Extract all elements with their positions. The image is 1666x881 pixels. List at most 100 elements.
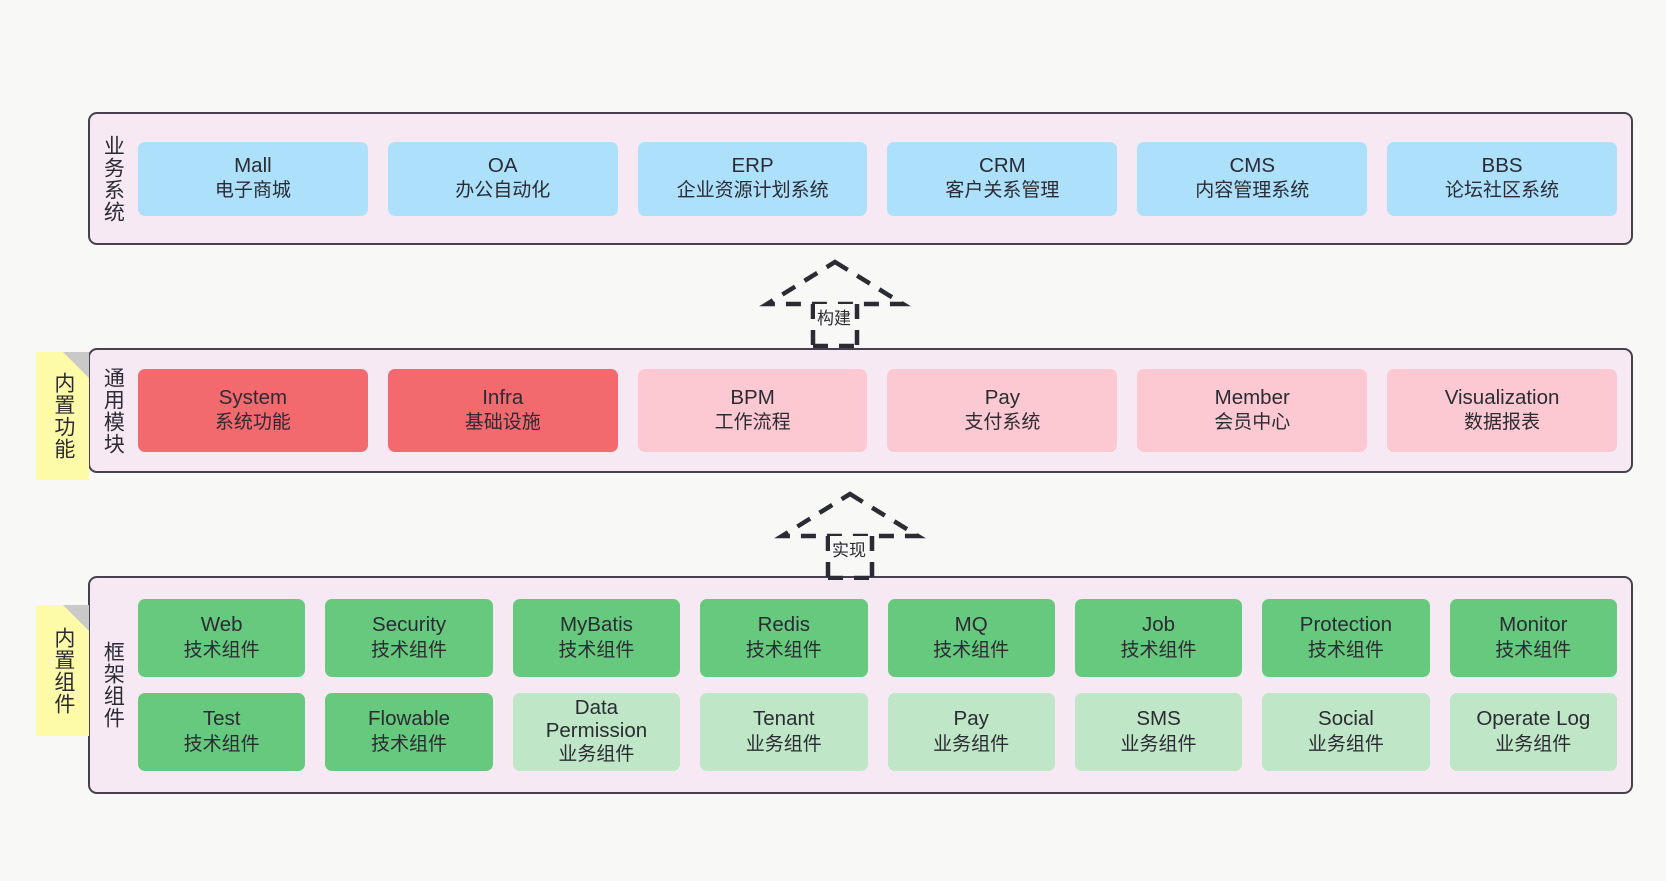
- common-modules-band: 通用模块 System 系统功能 Infra 基础设施 BPM 工作流程 Pay…: [88, 348, 1633, 473]
- framework-card-tenant[interactable]: Tenant 业务组件: [700, 693, 868, 771]
- card-name: System: [218, 385, 288, 409]
- framework-components-title: 框架组件: [101, 641, 125, 729]
- framework-card-data-permission[interactable]: Data Permission 业务组件: [512, 693, 681, 771]
- business-systems-row: Mall 电子商城 OA 办公自动化 ERP 企业资源计划系统 CRM 客户关系…: [138, 141, 1617, 216]
- connector-build-glyph: [759, 259, 911, 349]
- card-desc: 业务组件: [1495, 733, 1572, 755]
- framework-card-redis[interactable]: Redis 技术组件: [700, 599, 868, 677]
- card-desc: 业务组件: [1120, 733, 1197, 755]
- card-desc: 业务组件: [1307, 733, 1384, 755]
- card-name: MyBatis: [559, 613, 633, 637]
- card-name: Test: [202, 707, 241, 731]
- card-desc: 客户关系管理: [945, 180, 1060, 202]
- business-card-cms[interactable]: CMS 内容管理系统: [1137, 141, 1368, 216]
- card-name: Pay: [984, 385, 1021, 409]
- card-desc: 技术组件: [371, 733, 448, 755]
- card-desc: 办公自动化: [455, 180, 551, 202]
- framework-card-job[interactable]: Job 技术组件: [1074, 599, 1243, 677]
- framework-card-flowable[interactable]: Flowable 技术组件: [325, 693, 493, 771]
- card-name: Monitor: [1499, 613, 1568, 637]
- business-card-oa[interactable]: OA 办公自动化: [387, 141, 618, 216]
- business-card-bbs[interactable]: BBS 论坛社区系统: [1387, 141, 1617, 216]
- card-desc: 业务组件: [558, 743, 635, 765]
- card-desc: 技术组件: [558, 639, 635, 661]
- card-desc: 内容管理系统: [1195, 180, 1310, 202]
- sticky-note-builtin-function: 内置功能: [36, 352, 89, 480]
- common-card-system[interactable]: System 系统功能: [138, 369, 368, 452]
- card-name: Security: [372, 613, 447, 637]
- common-card-pay[interactable]: Pay 支付系统: [887, 369, 1118, 452]
- business-systems-body: Mall 电子商城 OA 办公自动化 ERP 企业资源计划系统 CRM 客户关系…: [134, 114, 1631, 243]
- card-desc: 企业资源计划系统: [676, 180, 829, 202]
- card-name: CRM: [979, 153, 1026, 177]
- connector-implement-label: 实现: [830, 536, 868, 561]
- card-desc: 技术组件: [1495, 639, 1572, 661]
- sticky-fold-corner-icon: [63, 605, 89, 631]
- framework-card-operate-log[interactable]: Operate Log 业务组件: [1449, 693, 1617, 771]
- card-desc: 系统功能: [214, 412, 291, 434]
- framework-card-monitor[interactable]: Monitor 技术组件: [1449, 599, 1617, 677]
- card-name: Web: [200, 613, 243, 637]
- framework-business-row: Test 技术组件 Flowable 技术组件 Data Permission …: [138, 693, 1617, 771]
- card-desc: 技术组件: [1307, 639, 1384, 661]
- common-card-infra[interactable]: Infra 基础设施: [387, 369, 618, 452]
- connector-implement-glyph: [774, 491, 926, 581]
- sticky-note-label: 内置功能: [51, 372, 75, 460]
- card-name: Data Permission: [545, 695, 648, 742]
- framework-card-test[interactable]: Test 技术组件: [138, 693, 306, 771]
- card-name: Mall: [234, 153, 272, 177]
- card-desc: 电子商城: [214, 180, 291, 202]
- connector-build-label: 构建: [815, 304, 853, 329]
- card-desc: 会员中心: [1214, 412, 1291, 434]
- business-systems-title: 业务系统: [101, 134, 125, 223]
- framework-components-body: Web 技术组件 Security 技术组件 MyBatis 技术组件 Redi…: [134, 578, 1631, 792]
- card-name: Redis: [757, 613, 811, 637]
- common-modules-body: System 系统功能 Infra 基础设施 BPM 工作流程 Pay 支付系统…: [134, 350, 1631, 471]
- card-name: Job: [1142, 613, 1176, 637]
- card-name: MQ: [954, 613, 988, 637]
- card-name: Pay: [953, 707, 989, 731]
- card-name: SMS: [1136, 707, 1181, 731]
- framework-card-sms[interactable]: SMS 业务组件: [1074, 693, 1243, 771]
- framework-card-protection[interactable]: Protection 技术组件: [1262, 599, 1430, 677]
- card-desc: 技术组件: [933, 639, 1010, 661]
- business-card-crm[interactable]: CRM 客户关系管理: [887, 141, 1118, 216]
- card-desc: 支付系统: [964, 412, 1041, 434]
- common-card-visualization[interactable]: Visualization 数据报表: [1387, 369, 1617, 452]
- sticky-note-builtin-component: 内置组件: [36, 605, 89, 736]
- framework-card-social[interactable]: Social 业务组件: [1262, 693, 1430, 771]
- card-name: CMS: [1229, 153, 1275, 177]
- framework-components-band: 框架组件 Web 技术组件 Security 技术组件 MyBatis 技术组件…: [88, 576, 1633, 794]
- sticky-note-label: 内置组件: [51, 626, 75, 715]
- card-name: Tenant: [753, 707, 815, 731]
- card-desc: 数据报表: [1464, 412, 1541, 434]
- sticky-fold-corner-icon: [63, 352, 89, 378]
- card-desc: 技术组件: [183, 733, 260, 755]
- common-card-member[interactable]: Member 会员中心: [1137, 369, 1368, 452]
- card-desc: 技术组件: [371, 639, 448, 661]
- framework-card-security[interactable]: Security 技术组件: [325, 599, 493, 677]
- framework-tech-row: Web 技术组件 Security 技术组件 MyBatis 技术组件 Redi…: [138, 599, 1617, 677]
- framework-card-web[interactable]: Web 技术组件: [138, 599, 306, 677]
- framework-card-mybatis[interactable]: MyBatis 技术组件: [512, 599, 681, 677]
- card-name: Operate Log: [1476, 707, 1591, 731]
- business-systems-band: 业务系统 Mall 电子商城 OA 办公自动化 ERP 企业资源计划系统 CRM…: [88, 112, 1633, 245]
- framework-card-mq[interactable]: MQ 技术组件: [887, 599, 1055, 677]
- card-desc: 技术组件: [745, 639, 822, 661]
- business-card-mall[interactable]: Mall 电子商城: [138, 141, 368, 216]
- common-card-bpm[interactable]: BPM 工作流程: [637, 369, 868, 452]
- card-name: Flowable: [368, 707, 451, 731]
- card-desc: 论坛社区系统: [1445, 180, 1560, 202]
- common-modules-title: 通用模块: [101, 366, 125, 455]
- connector-implement: 实现: [770, 490, 930, 581]
- connector-build: 构建: [755, 258, 915, 349]
- framework-card-pay[interactable]: Pay 业务组件: [887, 693, 1055, 771]
- card-desc: 技术组件: [1120, 639, 1197, 661]
- card-name: Member: [1214, 385, 1290, 409]
- business-card-erp[interactable]: ERP 企业资源计划系统: [637, 141, 868, 216]
- card-name: BPM: [730, 385, 775, 409]
- card-desc: 工作流程: [714, 412, 791, 434]
- card-desc: 基础设施: [464, 412, 541, 434]
- card-name: ERP: [731, 153, 774, 177]
- card-name: Social: [1318, 707, 1374, 731]
